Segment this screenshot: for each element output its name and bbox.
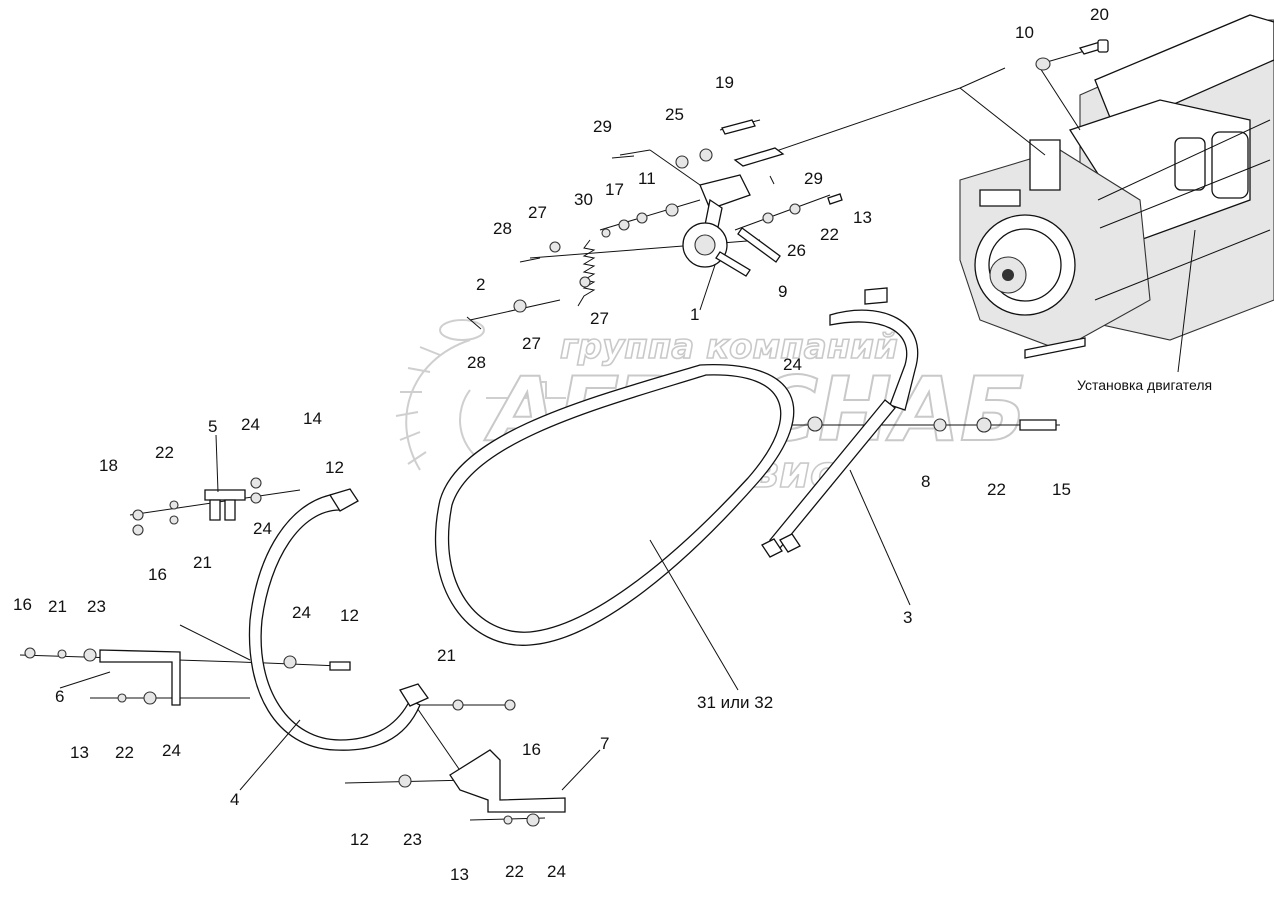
label-12: 12 bbox=[325, 458, 344, 477]
label-9: 9 bbox=[778, 282, 787, 301]
bracket-5 bbox=[132, 477, 262, 536]
bracket-9 bbox=[737, 227, 781, 263]
label-16: 16 bbox=[148, 565, 167, 584]
label-1: 1 bbox=[690, 305, 699, 324]
engine-assembly: Установка двигателя bbox=[959, 14, 1274, 393]
label-3: 3 bbox=[903, 608, 912, 627]
label-5: 5 bbox=[208, 417, 217, 436]
label-13: 13 bbox=[450, 865, 469, 884]
tensioner-arm bbox=[699, 174, 751, 210]
label-30: 30 bbox=[574, 190, 593, 209]
leader-lines bbox=[19, 47, 1096, 821]
label-8: 8 bbox=[921, 472, 930, 491]
label-10: 10 bbox=[1015, 23, 1034, 42]
label-11: 11 bbox=[638, 169, 656, 188]
label-4: 4 bbox=[230, 790, 239, 809]
label-24: 24 bbox=[292, 603, 311, 622]
label-21: 21 bbox=[437, 646, 456, 665]
label-19: 19 bbox=[715, 73, 734, 92]
label-2: 2 bbox=[476, 275, 485, 294]
label-18: 18 bbox=[99, 456, 118, 475]
bracket-7 bbox=[398, 699, 566, 827]
nut-10 bbox=[1035, 57, 1051, 71]
label-13: 13 bbox=[853, 208, 872, 227]
label-22: 22 bbox=[115, 743, 134, 762]
label-7: 7 bbox=[600, 734, 609, 753]
label-20: 20 bbox=[1090, 5, 1109, 24]
watermark-line1: группа компаний bbox=[560, 327, 898, 367]
label-24: 24 bbox=[241, 415, 260, 434]
label-25: 25 bbox=[665, 105, 684, 124]
label-28: 28 bbox=[467, 353, 486, 372]
engine-caption: Установка двигателя bbox=[1077, 377, 1212, 393]
label-22: 22 bbox=[505, 862, 524, 881]
label-24: 24 bbox=[547, 862, 566, 881]
label-24: 24 bbox=[253, 519, 272, 538]
label-29: 29 bbox=[804, 169, 823, 188]
label-24: 24 bbox=[783, 355, 802, 374]
label-14: 14 bbox=[303, 409, 322, 428]
label-17: 17 bbox=[605, 180, 624, 199]
guard-3 bbox=[761, 287, 1057, 558]
label-23: 23 bbox=[87, 597, 106, 616]
top-hardware bbox=[466, 39, 1109, 330]
label-16: 16 bbox=[522, 740, 541, 759]
label-31-or-32: 31 или 32 bbox=[697, 693, 773, 712]
label-12: 12 bbox=[340, 606, 359, 625]
label-12: 12 bbox=[350, 830, 369, 849]
label-22: 22 bbox=[820, 225, 839, 244]
label-21: 21 bbox=[48, 597, 67, 616]
part-labels: 20 10 19 29 25 29 17 11 30 27 28 13 22 2… bbox=[13, 5, 1109, 884]
label-23: 23 bbox=[403, 830, 422, 849]
label-22: 22 bbox=[987, 480, 1006, 499]
belt-31-32 bbox=[435, 364, 795, 646]
label-21: 21 bbox=[193, 553, 212, 572]
guard-4 bbox=[248, 488, 429, 751]
label-28: 28 bbox=[493, 219, 512, 238]
label-16: 16 bbox=[13, 595, 32, 614]
label-leaders bbox=[59, 264, 911, 791]
label-27: 27 bbox=[522, 334, 541, 353]
label-22: 22 bbox=[155, 443, 174, 462]
label-27: 27 bbox=[528, 203, 547, 222]
label-29: 29 bbox=[593, 117, 612, 136]
label-15: 15 bbox=[1052, 480, 1071, 499]
spring-2 bbox=[577, 239, 596, 307]
label-26: 26 bbox=[787, 241, 806, 260]
bolt-19 bbox=[721, 119, 756, 135]
label-13: 13 bbox=[70, 743, 89, 762]
bracket-6 bbox=[24, 647, 181, 706]
label-24: 24 bbox=[162, 741, 181, 760]
label-6: 6 bbox=[55, 687, 64, 706]
label-27: 27 bbox=[590, 309, 609, 328]
